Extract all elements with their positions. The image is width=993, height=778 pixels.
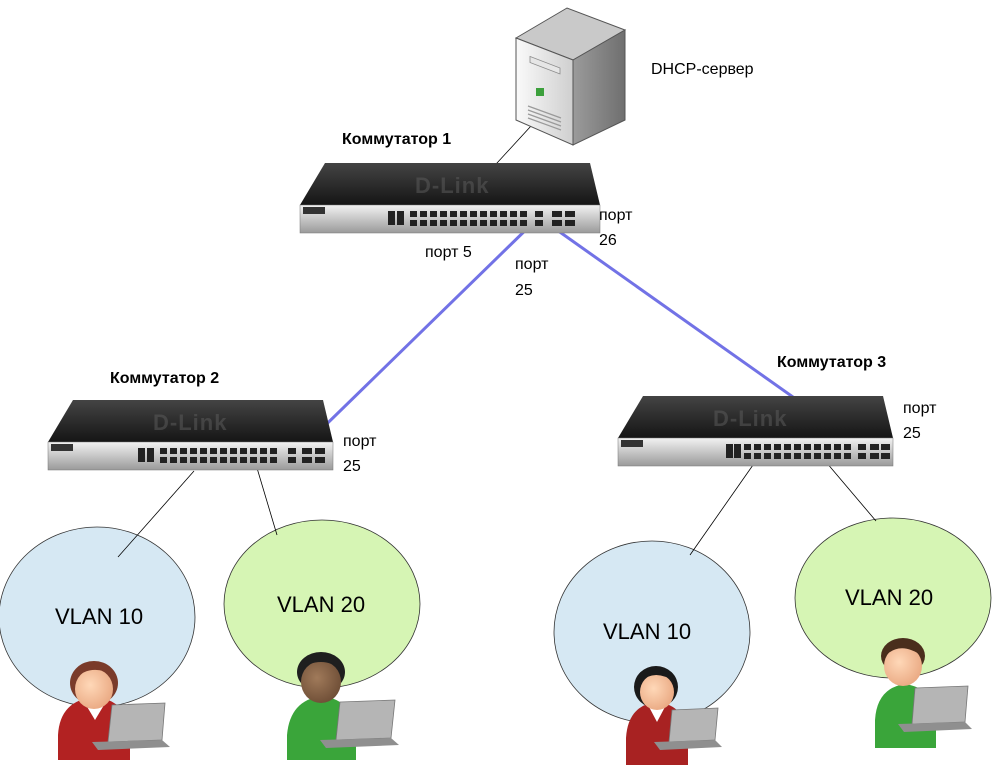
switch-1-icon: D-Link: [299, 163, 601, 234]
sw1-port5-label: порт 5: [425, 244, 472, 261]
switch-3-brand: D-Link: [713, 406, 787, 431]
switch-2-icon: D-Link: [47, 400, 334, 471]
vlan-label-2: VLAN 20: [277, 592, 365, 617]
user-woman-laptop-icon: [58, 661, 170, 760]
switch-3-ports: [726, 444, 890, 459]
vlan-label-4: VLAN 20: [845, 585, 933, 610]
link-sw2-vlan20: [256, 467, 278, 536]
switch-2-ports: [138, 448, 325, 463]
sw2-port25-label-line2: 25: [343, 458, 361, 475]
link-sw2-vlan10: [117, 470, 195, 558]
dhcp-server-label: DHCP-сервер: [651, 61, 754, 78]
sw3-port25-label-line1: порт: [903, 400, 937, 417]
sw1-port26-label-line1: порт: [599, 207, 633, 224]
switch-2-label: Коммутатор 2: [110, 370, 219, 387]
switch-1-brand: D-Link: [415, 173, 489, 198]
switch-3-icon: D-Link: [617, 396, 894, 467]
sw2-port25-label-line1: порт: [343, 433, 377, 450]
vlan-label-3: VLAN 10: [603, 619, 691, 644]
user-woman-dark-hair-laptop-icon: [626, 666, 722, 765]
link-sw3-vlan10: [689, 464, 754, 556]
trunk-sw1-sw2: [298, 216, 540, 452]
switch-1-ports: [388, 211, 575, 226]
switch-1-label: Коммутатор 1: [342, 131, 451, 148]
sw1-port25-label-line1: порт: [515, 256, 549, 273]
sw1-port25-label-line2: 25: [515, 282, 533, 299]
switch-3-label: Коммутатор 3: [777, 354, 886, 371]
vlan-label-1: VLAN 10: [55, 604, 143, 629]
switch-2-brand: D-Link: [153, 410, 227, 435]
sw3-port25-label-line2: 25: [903, 425, 921, 442]
sw1-port26-label-line2: 26: [599, 232, 617, 249]
link-sw3-vlan20: [825, 461, 877, 522]
dhcp-server-icon: [514, 7, 627, 146]
user-man-laptop-icon: [875, 638, 972, 748]
user-man-dark-laptop-icon: [287, 652, 399, 760]
